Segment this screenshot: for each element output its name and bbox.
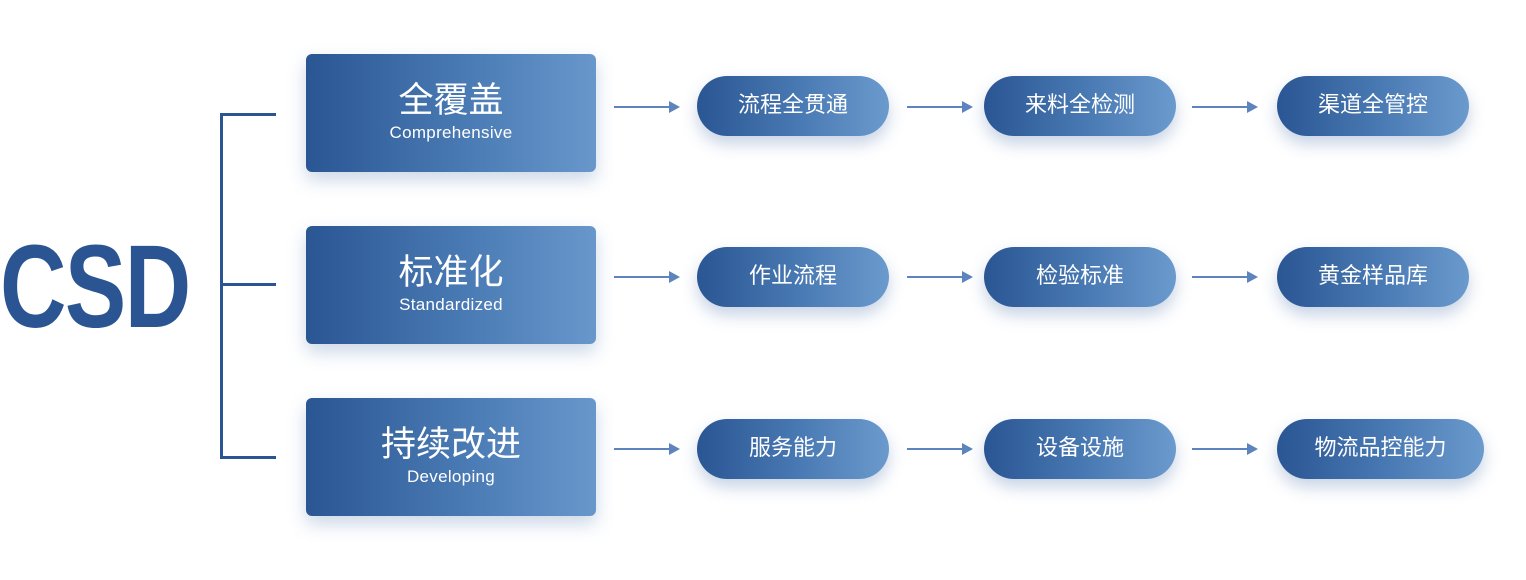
step-pill: 渠道全管控 bbox=[1277, 76, 1469, 136]
step-pill: 作业流程 bbox=[697, 247, 889, 307]
arrow-icon bbox=[614, 443, 680, 455]
category-subtitle: Comprehensive bbox=[389, 123, 513, 142]
category-box-comprehensive: 全覆盖 Comprehensive bbox=[306, 54, 596, 172]
arrow-icon bbox=[907, 443, 973, 455]
category-title: 持续改进 bbox=[380, 425, 521, 465]
category-subtitle: Standardized bbox=[399, 295, 503, 314]
category-box-developing: 持续改进 Developing bbox=[306, 398, 596, 516]
category-subtitle: Developing bbox=[406, 467, 496, 486]
arrow-icon bbox=[1192, 271, 1258, 283]
step-pill: 流程全贯通 bbox=[697, 76, 889, 136]
step-pill: 服务能力 bbox=[697, 419, 889, 479]
csd-logo: CSD bbox=[0, 221, 191, 353]
bracket-branch-2 bbox=[220, 283, 276, 286]
category-title: 标准化 bbox=[398, 253, 504, 293]
step-pill: 设备设施 bbox=[984, 419, 1176, 479]
step-pill: 来料全检测 bbox=[984, 76, 1176, 136]
category-box-standardized: 标准化 Standardized bbox=[306, 226, 596, 344]
arrow-icon bbox=[1192, 101, 1258, 113]
bracket-branch-1 bbox=[220, 113, 276, 116]
step-pill: 检验标准 bbox=[984, 247, 1176, 307]
arrow-icon bbox=[1192, 443, 1258, 455]
bracket-branch-3 bbox=[220, 456, 276, 459]
step-pill: 物流品控能力 bbox=[1277, 419, 1484, 479]
category-title: 全覆盖 bbox=[398, 81, 504, 121]
arrow-icon bbox=[614, 101, 680, 113]
arrow-icon bbox=[907, 101, 973, 113]
bracket-vertical bbox=[220, 113, 223, 459]
arrow-icon bbox=[907, 271, 973, 283]
step-pill: 黄金样品库 bbox=[1277, 247, 1469, 307]
arrow-icon bbox=[614, 271, 680, 283]
